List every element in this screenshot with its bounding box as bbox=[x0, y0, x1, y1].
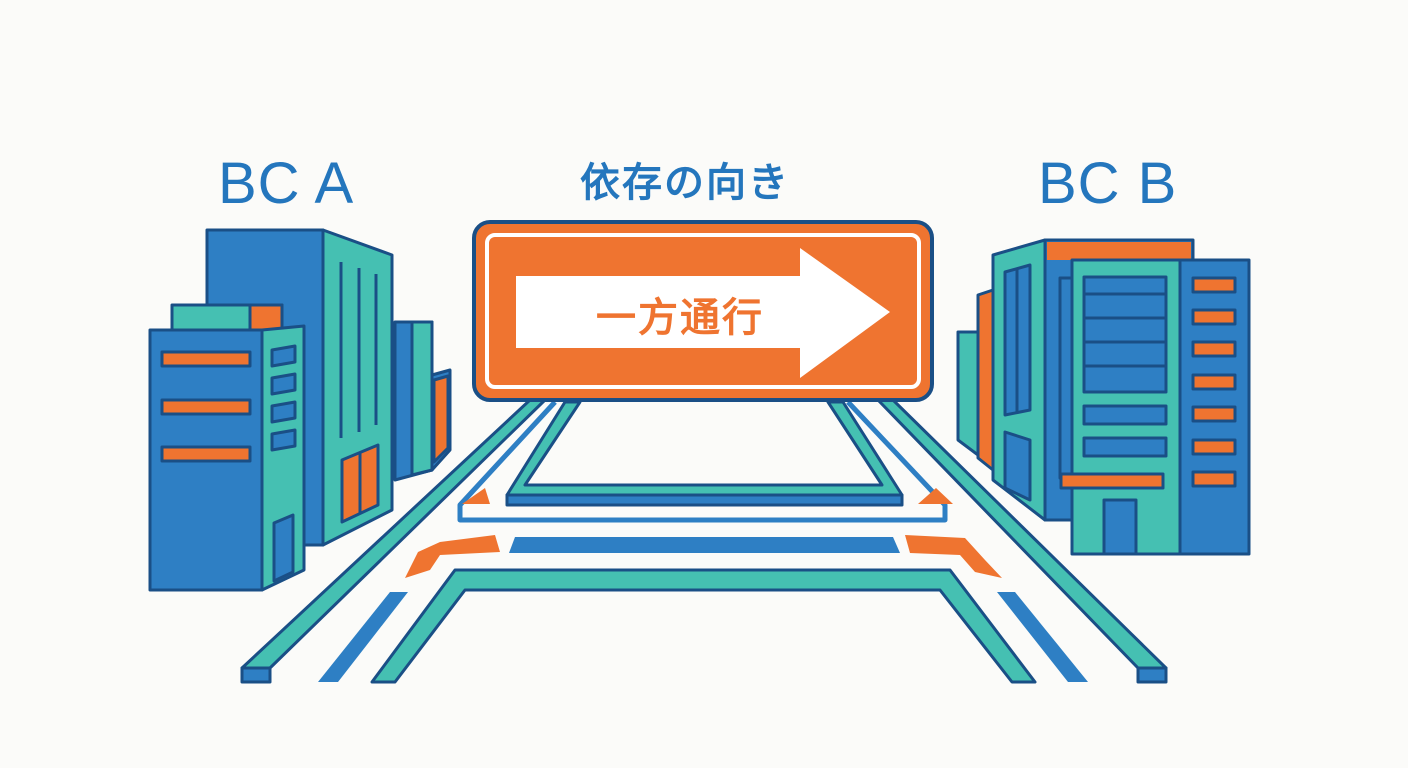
right-arrow-icon bbox=[516, 248, 890, 378]
bc-b-label: BC B bbox=[1038, 151, 1178, 216]
arrow-down-right-icon bbox=[905, 535, 1002, 578]
arrow-up-right-icon bbox=[918, 488, 953, 504]
building-cluster-bc-a bbox=[148, 228, 452, 592]
arrow-down-left-icon bbox=[405, 535, 500, 578]
bc-a-label: BC A bbox=[218, 151, 355, 216]
flow-arrows bbox=[405, 488, 1002, 578]
dependency-direction-heading: 依存の向き bbox=[580, 160, 790, 206]
one-way-sign bbox=[472, 220, 934, 402]
arrow-up-left-icon bbox=[462, 488, 490, 504]
one-way-sign-text: 一方通行 bbox=[596, 295, 764, 341]
building-cluster-bc-b bbox=[956, 238, 1251, 556]
road-perspective bbox=[240, 398, 1168, 684]
